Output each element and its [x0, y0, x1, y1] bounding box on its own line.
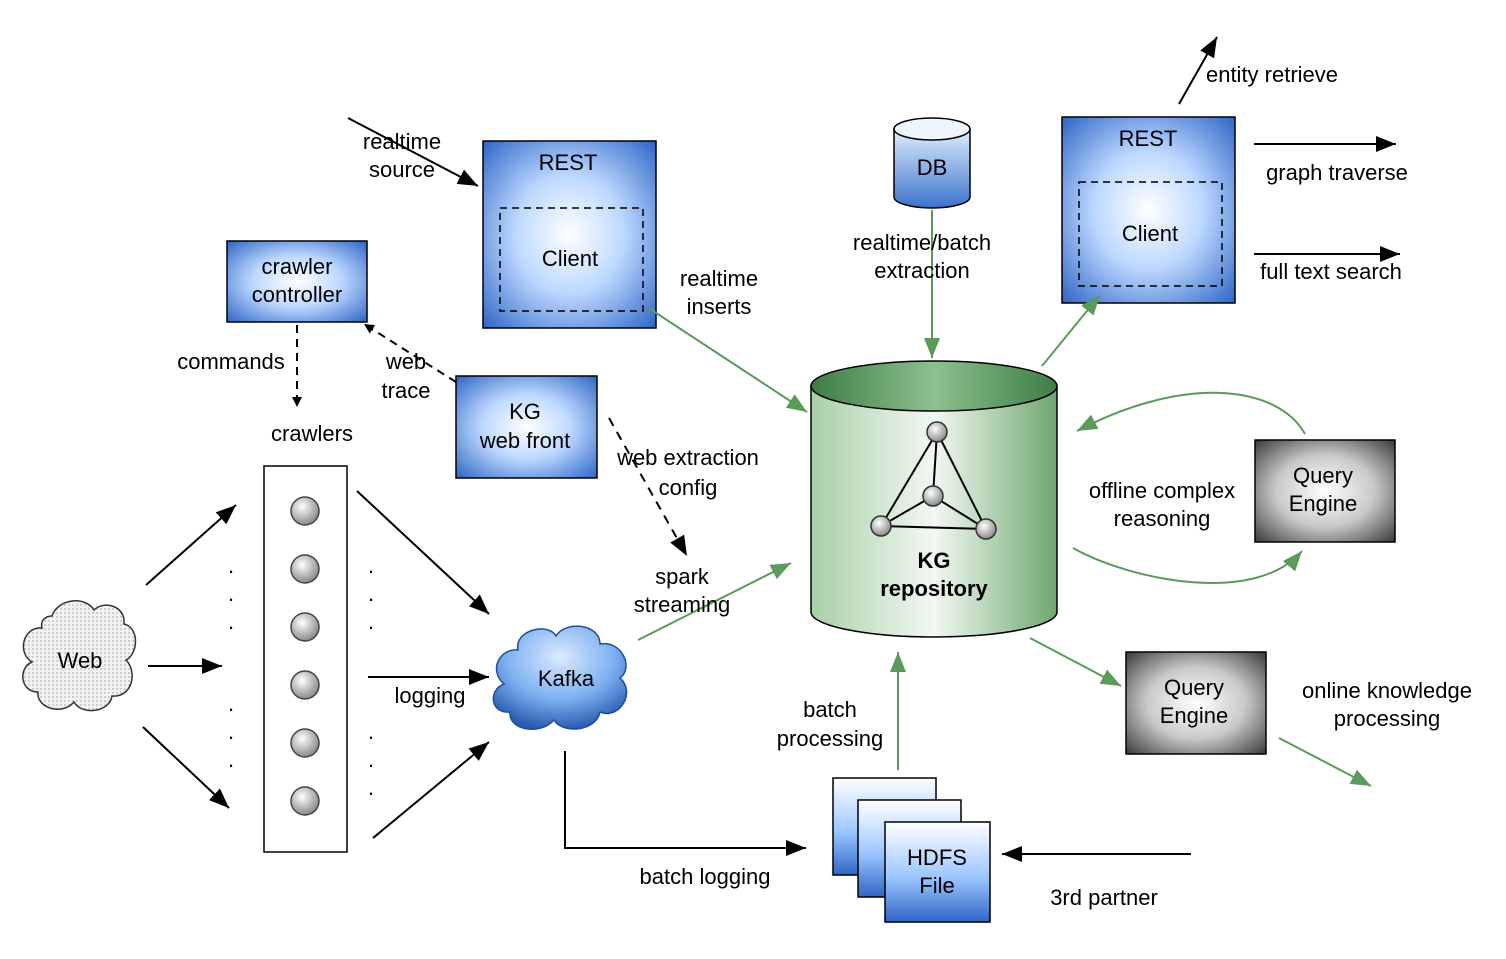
crawler-node — [290, 554, 320, 584]
rest-client-box-left: REST Client — [482, 140, 657, 329]
batch-processing-label-1: batch — [803, 697, 857, 722]
commands-label: commands — [177, 349, 285, 374]
logging-label: logging — [395, 683, 466, 708]
kafka-label: Kafka — [538, 666, 595, 691]
realtime-batch-label-2: extraction — [874, 258, 969, 283]
hdfs-file-stack: HDFS File — [832, 777, 991, 923]
crawler-controller-label-1: crawler — [262, 254, 333, 279]
kg-repo-label-2: repository — [880, 576, 988, 601]
svg-text:.: . — [368, 775, 374, 800]
realtime-inserts-label-2: inserts — [687, 294, 752, 319]
crawlers-column — [263, 465, 348, 853]
db-label: DB — [917, 155, 948, 180]
svg-text:.: . — [368, 747, 374, 772]
spark-streaming-arrow — [637, 562, 792, 641]
svg-text:.: . — [228, 553, 234, 578]
web-trace-label-2: trace — [382, 378, 431, 403]
svg-text:.: . — [368, 581, 374, 606]
svg-text:.: . — [228, 609, 234, 634]
svg-text:.: . — [368, 609, 374, 634]
kg-web-front-box: KG web front — [455, 375, 598, 479]
query-to-kg-curve-arrow — [1076, 391, 1306, 435]
kg-web-front-label-1: KG — [509, 399, 541, 424]
full-text-search-label: full text search — [1260, 259, 1402, 284]
svg-text:.: . — [368, 553, 374, 578]
web-extraction-label-1: web extraction — [616, 445, 759, 470]
crawlers-to-kafka-arrow — [372, 741, 490, 839]
crawler-node — [290, 728, 320, 758]
realtime-batch-label-1: realtime/batch — [853, 230, 991, 255]
svg-text:.: . — [228, 691, 234, 716]
kg-repository: KG repository — [810, 360, 1058, 638]
offline-label-2: reasoning — [1114, 506, 1211, 531]
query-engine-bottom: Query Engine — [1125, 651, 1267, 755]
db-cylinder: DB — [893, 117, 971, 209]
crawler-node — [290, 496, 320, 526]
query-engine-bottom-label-2: Engine — [1160, 703, 1229, 728]
entity-retrieve-arrow — [1178, 36, 1218, 105]
third-partner-label: 3rd partner — [1050, 885, 1158, 910]
client-right-label: Client — [1122, 221, 1178, 246]
online-processing-arrow — [1278, 737, 1372, 787]
crawler-node — [290, 670, 320, 700]
kg-web-front-label-2: web front — [479, 428, 571, 453]
realtime-source-label-2: source — [369, 157, 435, 182]
kg-to-rest-arrow — [1041, 294, 1101, 367]
entity-retrieve-label: entity retrieve — [1206, 62, 1338, 87]
svg-text:.: . — [228, 747, 234, 772]
svg-text:.: . — [228, 581, 234, 606]
crawler-node — [290, 612, 320, 642]
spark-streaming-label-2: streaming — [634, 592, 731, 617]
batch-logging-label: batch logging — [640, 864, 771, 889]
online-label-1: online knowledge — [1302, 678, 1472, 703]
ellipsis-dots: . . . . . . . . . . . . — [228, 553, 374, 800]
web-extraction-arrow — [608, 417, 688, 557]
kg-to-query-curve-arrow — [1072, 547, 1303, 584]
web-cloud: Web — [22, 600, 137, 712]
batch-logging-arrow — [564, 751, 806, 856]
crawlers-label: crawlers — [271, 421, 353, 446]
query-engine-top: Query Engine — [1254, 439, 1396, 543]
web-label: Web — [58, 648, 103, 673]
client-left-label: Client — [542, 246, 598, 271]
rest-right-label: REST — [1119, 126, 1178, 151]
web-to-crawlers-arrow — [145, 504, 237, 586]
web-to-crawlers-arrow — [142, 726, 230, 809]
kg-repo-label-1: KG — [918, 548, 951, 573]
web-extraction-label-2: config — [659, 475, 718, 500]
realtime-source: realtime source — [347, 117, 479, 187]
realtime-source-arrow — [347, 117, 479, 187]
web-trace-arrow — [363, 323, 457, 383]
realtime-source-label-1: realtime — [363, 129, 441, 154]
graph-icon — [870, 421, 997, 540]
svg-text:.: . — [228, 719, 234, 744]
crawler-node — [290, 786, 320, 816]
batch-processing-label-2: processing — [777, 726, 883, 751]
realtime-inserts-label-1: realtime — [680, 266, 758, 291]
rest-client-box-right: REST Client — [1061, 116, 1236, 304]
web-trace-label-1: web — [385, 349, 426, 374]
online-label-2: processing — [1334, 706, 1440, 731]
svg-text:.: . — [368, 719, 374, 744]
graph-traverse-label: graph traverse — [1266, 160, 1408, 185]
query-engine-top-label-2: Engine — [1289, 491, 1358, 516]
crawler-controller-label-2: controller — [252, 282, 342, 307]
query-engine-top-label-1: Query — [1293, 463, 1353, 488]
spark-streaming-label-1: spark — [655, 564, 710, 589]
crawler-controller-box: crawler controller — [226, 240, 368, 323]
crawlers-to-kafka-arrow — [356, 490, 490, 615]
offline-label-1: offline complex — [1089, 478, 1235, 503]
kafka-cloud: Kafka — [492, 625, 628, 730]
hdfs-label-1: HDFS — [907, 845, 967, 870]
hdfs-label-2: File — [919, 873, 954, 898]
kg-to-query-bottom-arrow — [1029, 637, 1122, 687]
rest-left-label: REST — [539, 150, 598, 175]
realtime-inserts-arrow — [646, 306, 808, 413]
query-engine-bottom-label-1: Query — [1164, 675, 1224, 700]
